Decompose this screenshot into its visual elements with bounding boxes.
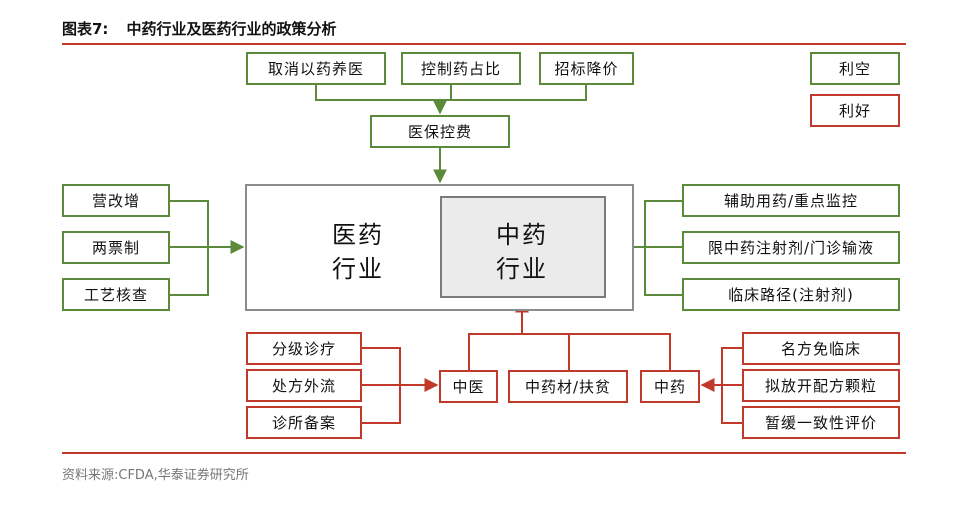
policy-box-left-1: 营改增	[62, 184, 170, 217]
tcm-industry-box	[440, 196, 606, 298]
legend-positive: 利好	[810, 94, 900, 127]
policy-box-bottom-right-3: 暂缓一致性评价	[742, 406, 900, 439]
top-rule	[62, 43, 906, 45]
policy-box-bottom-left-3: 诊所备案	[246, 406, 362, 439]
figure-title-text: 中药行业及医药行业的政策分析	[126, 20, 337, 38]
pharma-industry-label: 医药 行业	[316, 218, 400, 286]
policy-box-right-1: 辅助用药/重点监控	[682, 184, 900, 217]
herbs-poverty-box: 中药材/扶贫	[508, 370, 628, 403]
policy-box-bottom-left-2: 处方外流	[246, 369, 362, 402]
policy-box-top-3: 招标降价	[539, 52, 634, 85]
legend-negative: 利空	[810, 52, 900, 85]
pharma-industry-line2: 行业	[332, 255, 384, 283]
cost-control-box: 医保控费	[370, 115, 510, 148]
tcm-box: 中药	[640, 370, 700, 403]
pharma-industry-line1: 医药	[332, 221, 384, 249]
policy-box-bottom-right-2: 拟放开配方颗粒	[742, 369, 900, 402]
policy-box-left-3: 工艺核查	[62, 278, 170, 311]
policy-box-top-1: 取消以药养医	[246, 52, 386, 85]
policy-box-right-2: 限中药注射剂/门诊输液	[682, 231, 900, 264]
policy-box-bottom-right-1: 名方免临床	[742, 332, 900, 365]
policy-box-left-2: 两票制	[62, 231, 170, 264]
policy-box-right-3: 临床路径(注射剂)	[682, 278, 900, 311]
figure-number: 图表7:	[62, 20, 109, 38]
source-note: 资料来源:CFDA,华泰证券研究所	[62, 468, 249, 483]
figure-title: 图表7: 中药行业及医药行业的政策分析	[62, 18, 336, 39]
tcm-industry-line1: 中药	[496, 221, 548, 249]
tcm-industry-label: 中药 行业	[480, 218, 564, 286]
tcm-doctor-box: 中医	[439, 370, 498, 403]
policy-box-top-2: 控制药占比	[401, 52, 521, 85]
tcm-industry-line2: 行业	[496, 255, 548, 283]
policy-box-bottom-left-1: 分级诊疗	[246, 332, 362, 365]
bottom-rule	[62, 452, 906, 454]
